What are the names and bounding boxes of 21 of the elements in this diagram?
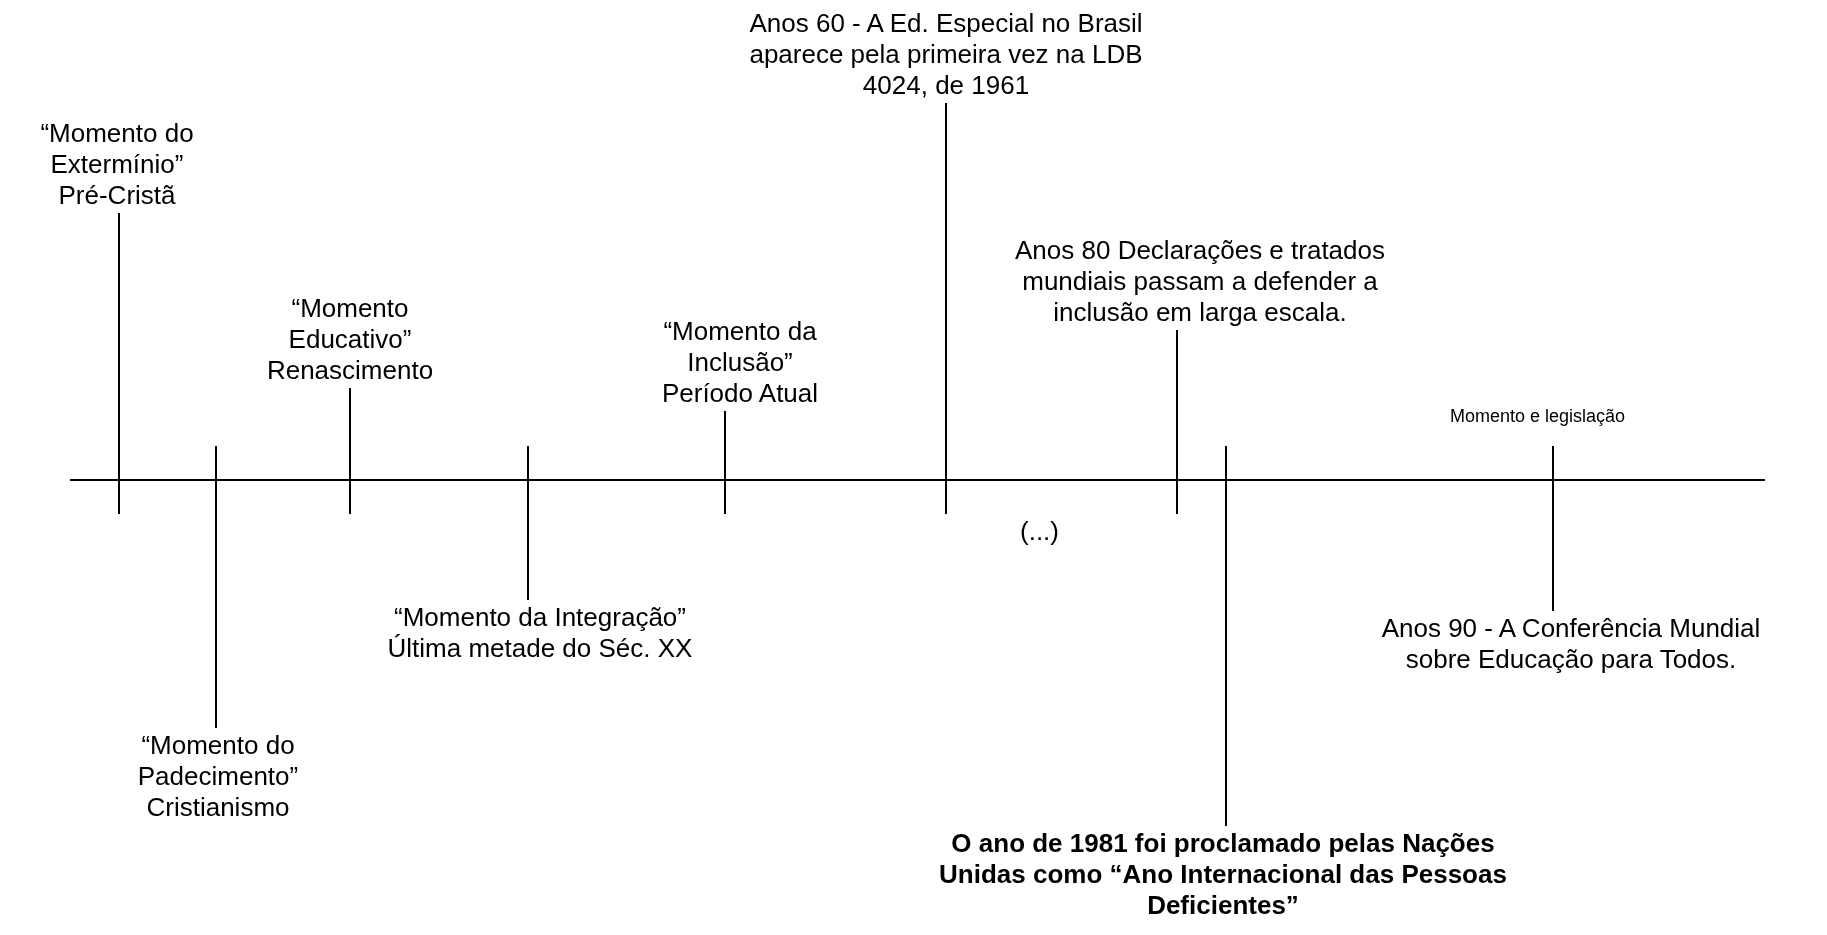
event-text: “Momento da Inclusão” Período Atual: [640, 316, 840, 409]
event-text: “Momento do Padecimento” Cristianismo: [103, 730, 333, 823]
event-text: “Momento da Integração” Última metade do Séc. XX: [375, 602, 705, 664]
timeline-note: Momento e legislação: [1450, 405, 1626, 428]
event-text: O ano de 1981 foi proclamado pelas Nações Unidas como “Ano Internacional das Pessoas Deficientes”: [933, 828, 1513, 921]
event-text: “Momento do Extermínio” Pré-Cristã: [32, 118, 202, 211]
tick-line: [1225, 479, 1227, 827]
tick-line: [1552, 479, 1554, 612]
event-text: Anos 60 - A Ed. Especial no Brasil aparece pela primeira vez na LDB 4024, de 1961: [746, 8, 1146, 101]
event-text: “Momento Educativo” Renascimento: [235, 293, 465, 386]
event-text: Anos 90 - A Conferência Mundial sobre Educação para Todos.: [1351, 613, 1791, 675]
tick-line: [118, 212, 120, 481]
event-text: Anos 80 Declarações e tratados mundiais passam a defender a inclusão em larga escala.: [1010, 235, 1390, 328]
tick-line: [349, 387, 351, 481]
tick-line: [527, 479, 529, 601]
tick-line: [215, 479, 217, 729]
tick-line: [724, 410, 726, 481]
tick-line: [945, 102, 947, 481]
timeline-note: (...): [1020, 515, 1059, 548]
tick-line: [1176, 329, 1178, 481]
timeline-axis: [69, 479, 1766, 481]
